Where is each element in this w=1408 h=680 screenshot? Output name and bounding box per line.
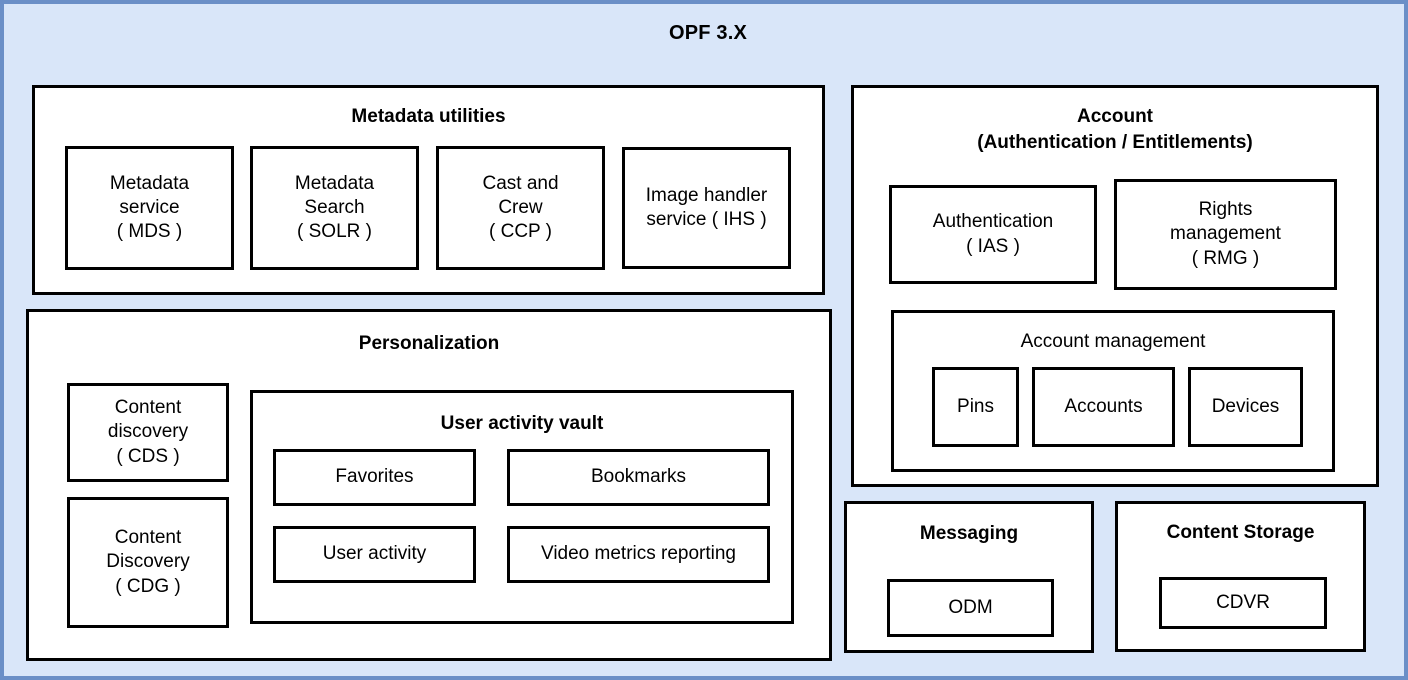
box-cast-and-crew[interactable]: Cast and Crew ( CCP ) [436,146,605,270]
box-image-handler-service[interactable]: Image handler service ( IHS ) [622,147,791,269]
box-cdvr[interactable]: CDVR [1159,577,1327,629]
page-title: OPF 3.X [668,22,748,44]
box-content-discovery-cds[interactable]: Content discovery ( CDS ) [67,383,229,482]
subgroup-account-management: Account management Pins Accounts Devices [891,310,1335,472]
box-authentication-ias[interactable]: Authentication ( IAS ) [889,185,1097,284]
group-metadata-utilities: Metadata utilities Metadata service ( MD… [32,85,825,295]
subgroup-title-account-management: Account management [1020,331,1206,352]
box-metadata-service[interactable]: Metadata service ( MDS ) [65,146,234,270]
box-metadata-search[interactable]: Metadata Search ( SOLR ) [250,146,419,270]
box-pins[interactable]: Pins [932,367,1019,447]
group-title-personalization: Personalization [358,333,500,354]
box-rights-management-rmg[interactable]: Rights management ( RMG ) [1114,179,1337,290]
group-title-account: Account (Authentication / Entitlements) [977,106,1253,153]
subgroup-user-activity-vault: User activity vault Favorites Bookmarks … [250,390,794,624]
group-messaging: Messaging ODM [844,501,1094,653]
box-devices[interactable]: Devices [1188,367,1303,447]
group-account: Account (Authentication / Entitlements) … [851,85,1379,487]
box-accounts[interactable]: Accounts [1032,367,1175,447]
box-video-metrics-reporting[interactable]: Video metrics reporting [507,526,770,583]
group-personalization: Personalization Content discovery ( CDS … [26,309,832,661]
group-title-messaging: Messaging [919,523,1019,544]
box-bookmarks[interactable]: Bookmarks [507,449,770,506]
group-title-content-storage: Content Storage [1166,522,1315,543]
box-content-discovery-cdg[interactable]: Content Discovery ( CDG ) [67,497,229,628]
box-favorites[interactable]: Favorites [273,449,476,506]
group-title-metadata-utilities: Metadata utilities [351,106,506,127]
subgroup-title-user-activity-vault: User activity vault [440,413,604,434]
box-user-activity[interactable]: User activity [273,526,476,583]
group-content-storage: Content Storage CDVR [1115,501,1366,652]
box-odm[interactable]: ODM [887,579,1054,637]
